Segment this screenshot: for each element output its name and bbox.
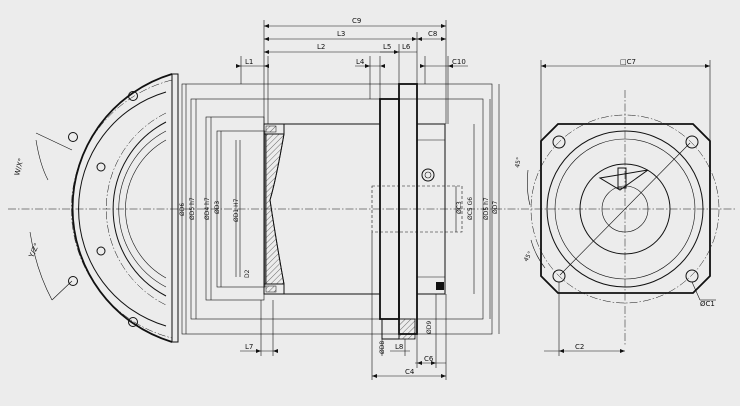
outline-d5 [190,98,484,320]
dim-l5: L5 [383,43,391,51]
leader-c1 [691,281,701,301]
bottom-boss [381,318,400,340]
dim-l3: L3 [337,30,345,38]
dim-c9: C9 [352,17,361,25]
dim-d2: D2 [244,269,251,278]
bolt-holes-inner [96,162,106,256]
dim-d7: ØD7 [492,201,499,214]
angle-leader-1 [35,132,73,151]
dim-d4: ØD4 h7 [204,197,211,220]
screw-hole [421,168,435,182]
side-view: W/X° Y/Z° [13,73,179,343]
dim-lines-vertical [185,84,500,334]
flange-outer-arc [71,73,173,343]
front-circle-3 [579,163,671,255]
dim-l1: L1 [245,58,253,66]
bore-hidden [371,185,463,233]
dim-arrows [236,24,453,378]
dim-lines-horizontal [236,25,468,377]
screw-bottom-hatch [265,285,277,293]
dim-d5b: ØD5 h7 [483,197,490,220]
bolt-holes-outer [68,91,138,327]
dim-c4: C4 [405,368,415,376]
dim-d9: ØD9 [426,321,433,334]
dim-d8: ØD8 [379,341,386,354]
diagonal-line [559,142,691,276]
dim-c6: C6 [424,355,434,363]
screw-top-hatch [265,125,277,133]
front-view: □C7 C2 ØC1 45° 45° [514,58,720,356]
dim-c5: ØC5 G6 [467,197,474,220]
bolt-circle-outer [71,79,173,339]
dim-c10: C10 [452,58,466,66]
angle-arc-45b [530,239,546,269]
front-circle-outer [546,130,704,288]
extension-lines [240,20,449,380]
small-key [436,282,444,290]
key-slot [598,169,649,191]
section-view: C9 L3 C8 L2 L5 L6 L1 L4 C10 L7 L8 C6 C4 … [179,17,500,380]
dim-l2: L2 [317,43,325,51]
dim-l4: L4 [356,58,365,66]
bottom-thread [398,318,416,340]
front-circle-2 [554,138,696,280]
dim-d1: ØD1 H7 [233,198,240,222]
dim-c8: C8 [428,30,437,38]
dim-l8: L8 [395,343,403,351]
angle-x-label: W/X° [13,157,25,176]
dim-l7: L7 [245,343,253,351]
dim-c3: ØC3 [456,201,463,214]
angle-leader-2 [51,280,73,301]
flange-plate-edge [171,73,179,343]
screw-top [263,123,285,135]
angle-y-label: Y/Z° [27,242,41,260]
angle-arc-45 [527,169,531,206]
spigot [416,123,446,295]
square-flange [540,123,711,294]
dim-d3: ØD3 [214,201,221,214]
dim-l6: L6 [402,43,411,51]
angle-45-label: 45° [514,157,523,169]
dim-d5: ØD5 h7 [189,197,196,220]
angle-arc-y [29,231,53,301]
outline-d3 [216,130,266,288]
key-rect [617,167,627,189]
front-bolt-circle [530,114,720,304]
angle-arc-x [35,139,49,181]
angle-45b-label: 45° [523,250,534,263]
screw-bottom [263,283,285,295]
screw-hole-inner [424,171,432,179]
hub-curve [269,133,285,285]
dim-c7: □C7 [620,58,636,66]
dim-d6: ØD6 [179,203,186,216]
dim-c1: ØC1 [700,300,715,308]
dim-c2: C2 [575,343,584,351]
outline-d6 [181,83,493,335]
flange-arc-5 [125,139,167,279]
